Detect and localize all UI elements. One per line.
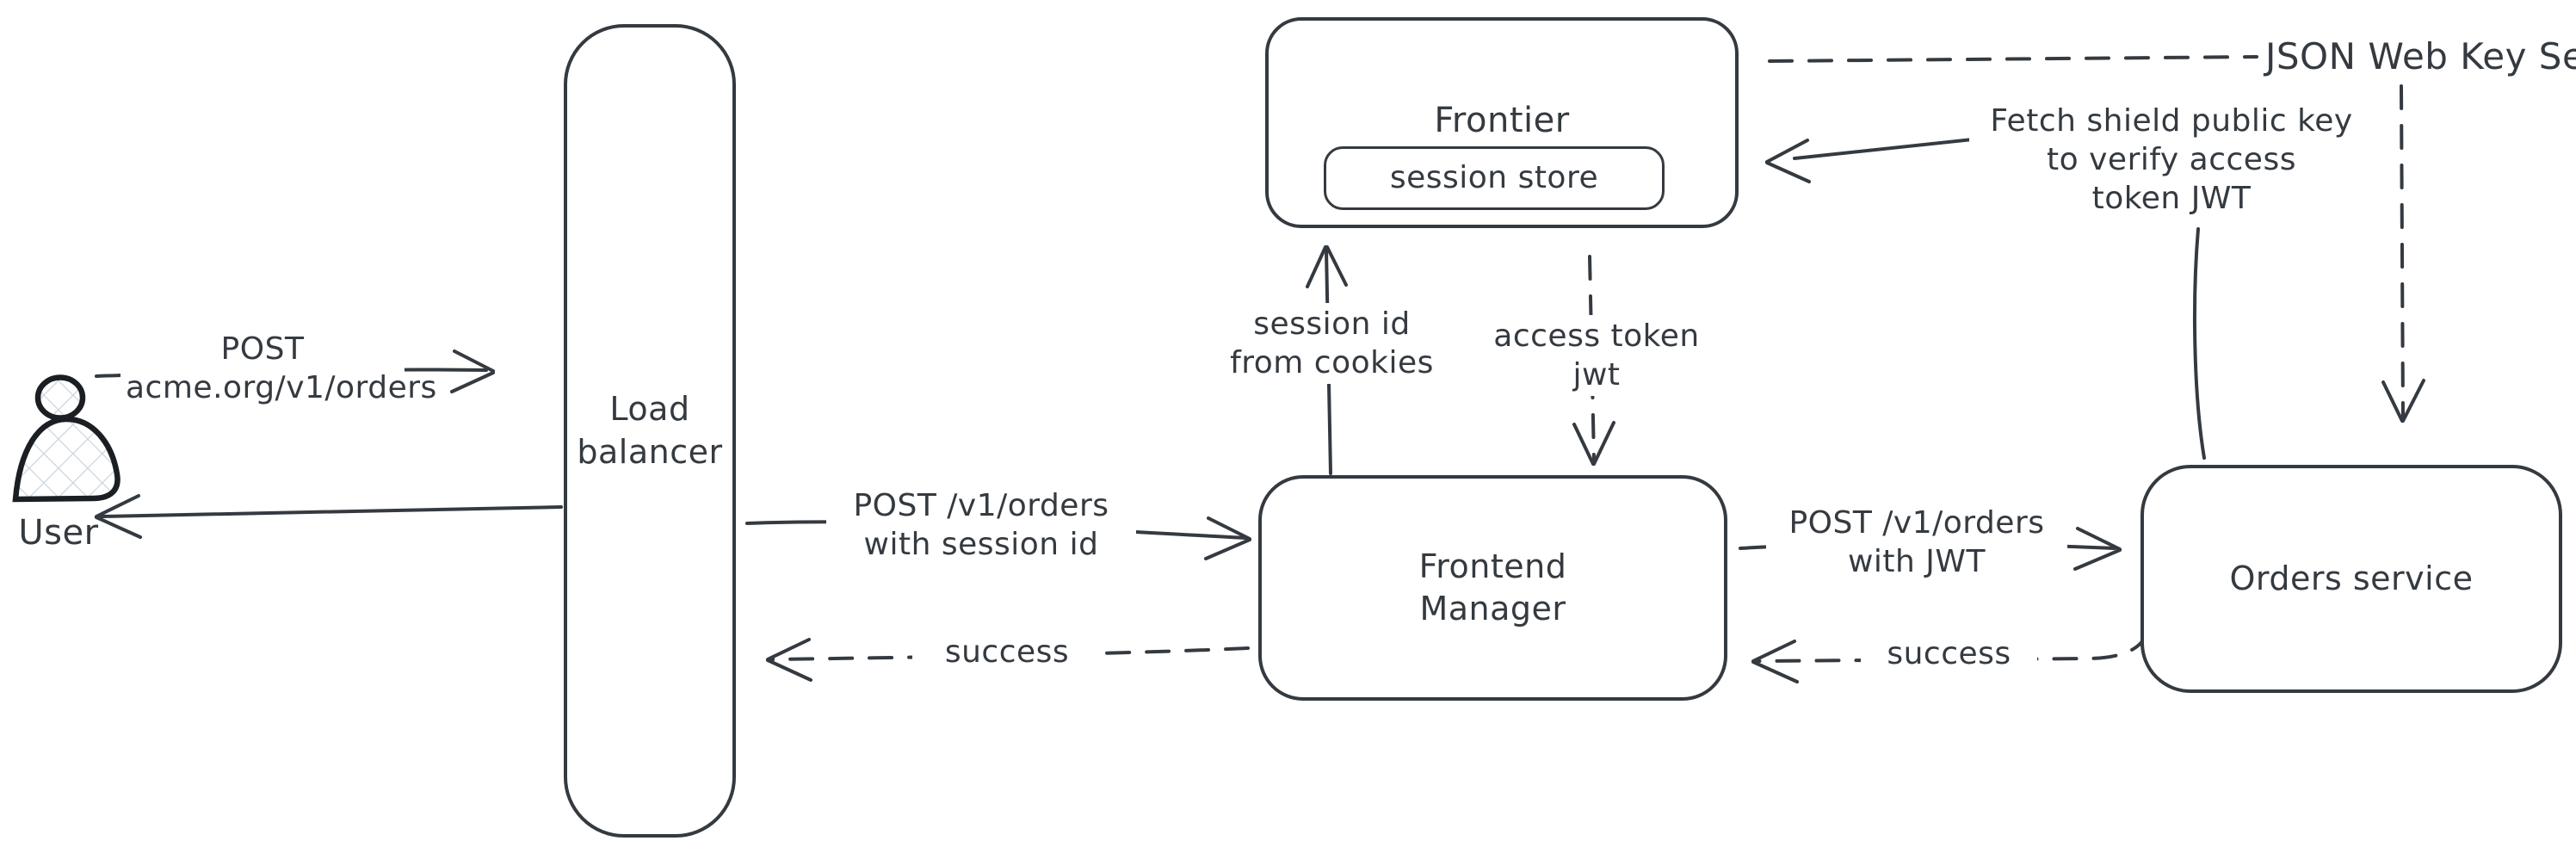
edge-jwks-to-orders [2400, 84, 2405, 420]
label-json-web-key-set: JSON Web Key Set [2265, 34, 2576, 80]
label-success-left: success [912, 631, 1102, 673]
node-frontend-manager: Frontend Manager [1258, 475, 1727, 701]
label-post-acme-orders: POST acme.org/v1/orders [120, 328, 436, 409]
edge-orders-to-frontier-curve [2192, 227, 2206, 460]
label-post-with-session-id: POST /v1/orders with session id [826, 485, 1136, 566]
edge-orders-to-frontier [1793, 138, 1974, 160]
user-icon [12, 374, 120, 503]
edge-frontier-to-jwks [1768, 55, 2258, 63]
label-post-with-jwt: POST /v1/orders with JWT [1766, 502, 2067, 583]
node-load-balancer: Load balancer [564, 24, 736, 838]
frontier-label: Frontier [1434, 101, 1570, 140]
edge-user-to-loadbalancer-arrowhead [450, 349, 495, 393]
edge-orders-to-frontier-arrowhead [1765, 139, 1811, 183]
label-success-right: success [1861, 633, 2037, 675]
edge-orders-to-frontendmanager-arrowhead [1751, 640, 1799, 683]
edge-frontendmanager-to-loadbalancer-arrowhead [766, 638, 812, 682]
node-orders-service: Orders service [2140, 465, 2562, 693]
edge-jwks-to-orders-arrowhead [2381, 379, 2425, 423]
edge-frontendmanager-to-frontier-arrowhead [1306, 245, 1348, 288]
user-label: User [18, 513, 99, 553]
label-fetch-shield-public-key: Fetch shield public key to verify access… [1969, 100, 2374, 219]
node-session-store: session store [1324, 146, 1665, 210]
edge-loadbalancer-to-user [100, 505, 563, 518]
edge-loadbalancer-to-frontendmanager-arrowhead [1204, 516, 1251, 560]
edge-frontendmanager-to-orders-arrowhead [2073, 527, 2122, 571]
label-session-id-from-cookies: session id from cookies [1196, 303, 1467, 384]
edge-frontier-to-frontendmanager-arrowhead [1572, 421, 1615, 466]
node-frontier: Frontier session store [1265, 17, 1739, 228]
label-access-token-jwt: access token jwt [1463, 315, 1730, 396]
